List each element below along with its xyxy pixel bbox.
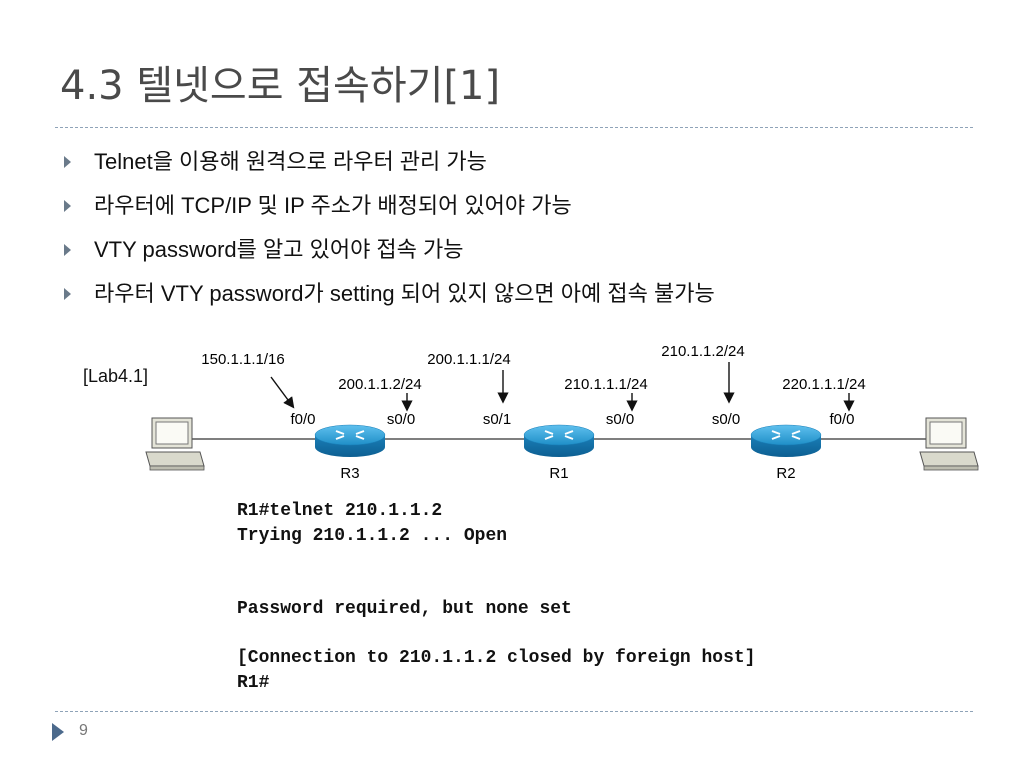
interface-label: s0/0 [606, 411, 634, 428]
bullet-text: Telnet을 이용해 원격으로 라우터 관리 가능 [94, 149, 487, 174]
bullet-text: 라우터에 TCP/IP 및 IP 주소가 배정되어 있어야 가능 [94, 193, 572, 218]
ip-address-label: 220.1.1.1/24 [782, 376, 865, 393]
cli-line: Trying 210.1.1.2 ... Open [237, 525, 508, 546]
slide-title: 4.3 텔넷으로 접속하기[1] [60, 63, 501, 109]
interface-label: s0/1 [483, 411, 511, 428]
bullet-item: Telnet을 이용해 원격으로 라우터 관리 가능 [58, 140, 715, 184]
router-r1-label: R1 [549, 465, 568, 482]
ip-address-label: 150.1.1.1/16 [201, 351, 284, 368]
cli-line: Password required, but none set [237, 599, 572, 619]
router-r3-icon [314, 424, 386, 457]
footer-divider [55, 711, 973, 712]
router-r1-icon [523, 424, 595, 457]
footer-arrow-icon [52, 723, 64, 741]
bullet-item: 라우터에 TCP/IP 및 IP 주소가 배정되어 있어야 가능 [58, 184, 715, 228]
router-r3-label: R3 [340, 465, 359, 482]
lab-label: [Lab4.1] [83, 366, 149, 386]
pointer-arrow-icon [270, 376, 295, 409]
pc-left-icon [145, 417, 205, 471]
cli-line: R1# [237, 672, 270, 693]
ip-address-label: 200.1.1.1/24 [427, 351, 510, 368]
interface-label: s0/0 [387, 411, 415, 428]
bullet-text: 라우터 VTY password가 setting 되어 있지 않으면 아예 접… [94, 281, 715, 306]
bullet-list: Telnet을 이용해 원격으로 라우터 관리 가능 라우터에 TCP/IP 및… [58, 140, 715, 316]
bullet-item: 라우터 VTY password가 setting 되어 있지 않으면 아예 접… [58, 272, 715, 316]
cli-line: [Connection to 210.1.1.2 closed by forei… [237, 648, 756, 668]
interface-label: f0/0 [829, 411, 854, 428]
bullet-arrow-icon [64, 156, 71, 168]
interface-label: f0/0 [290, 411, 315, 428]
cli-output: R1#telnet 210.1.1.2 Trying 210.1.1.2 ...… [237, 499, 755, 695]
router-r2-label: R2 [776, 465, 795, 482]
bullet-arrow-icon [64, 200, 71, 212]
bullet-arrow-icon [64, 288, 71, 300]
router-r2-icon [750, 424, 822, 457]
bullet-text: VTY password를 알고 있어야 접속 가능 [94, 237, 464, 262]
pc-right-icon [919, 417, 979, 471]
bullet-arrow-icon [64, 244, 71, 256]
ip-address-label: 200.1.1.2/24 [338, 376, 421, 393]
interface-label: s0/0 [712, 411, 740, 428]
bullet-item: VTY password를 알고 있어야 접속 가능 [58, 228, 715, 272]
cli-line: R1#telnet 210.1.1.2 [237, 501, 443, 521]
network-diagram: R3 R1 R2 f0/0 s0/0 s0/1 s0/0 s0/0 f0/0 1… [145, 343, 979, 482]
page-number: 9 [79, 722, 88, 739]
ip-address-label: 210.1.1.1/24 [564, 376, 647, 393]
title-divider [55, 127, 973, 128]
ip-address-label: 210.1.1.2/24 [661, 343, 744, 360]
